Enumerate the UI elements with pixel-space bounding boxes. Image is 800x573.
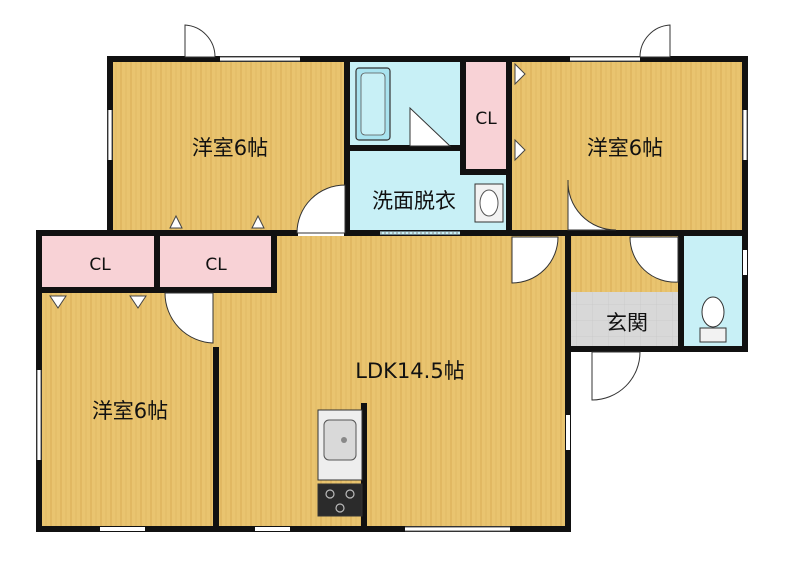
room-label-ldk: LDK14.5帖: [355, 359, 464, 383]
windows: [37, 57, 747, 531]
floors: [42, 62, 742, 526]
door-swing-icon: [296, 184, 346, 234]
kitchen-sink-icon: [317, 409, 363, 481]
door-swing-icon: [629, 236, 679, 283]
door-swing-icon: [184, 24, 216, 58]
closet-left-2-fill: [160, 236, 272, 290]
room-label-top-left: 洋室6帖: [192, 136, 268, 160]
room-label-top-right: 洋室6帖: [587, 136, 663, 160]
room-label-washroom: 洗面脱衣: [372, 189, 456, 213]
closet-label-center: CL: [475, 109, 497, 129]
door-swing-icon: [567, 179, 617, 231]
floor-room-top-right: [509, 62, 742, 232]
closet-label-left-1: CL: [89, 255, 111, 275]
closet-center-fill: [465, 62, 507, 170]
door-swing-icon: [639, 24, 671, 58]
doors: [164, 24, 679, 401]
room-label-entrance: 玄関: [606, 311, 648, 335]
closet-label-left-2: CL: [205, 255, 227, 275]
room-label-bottom-left: 洋室6帖: [92, 399, 168, 423]
walls: [36, 56, 748, 532]
door-swing-icon: [591, 351, 641, 401]
bathtub-icon: [355, 67, 391, 141]
closet-left-1-fill: [42, 236, 154, 290]
floor-entrance-tile: [570, 292, 680, 346]
stove-icon: [317, 483, 363, 517]
door-swing-icon: [164, 292, 214, 344]
toilet-icon: [699, 296, 727, 343]
door-swing-icon: [409, 106, 452, 147]
wash-basin-icon: [474, 183, 504, 223]
door-swing-icon: [511, 236, 559, 284]
